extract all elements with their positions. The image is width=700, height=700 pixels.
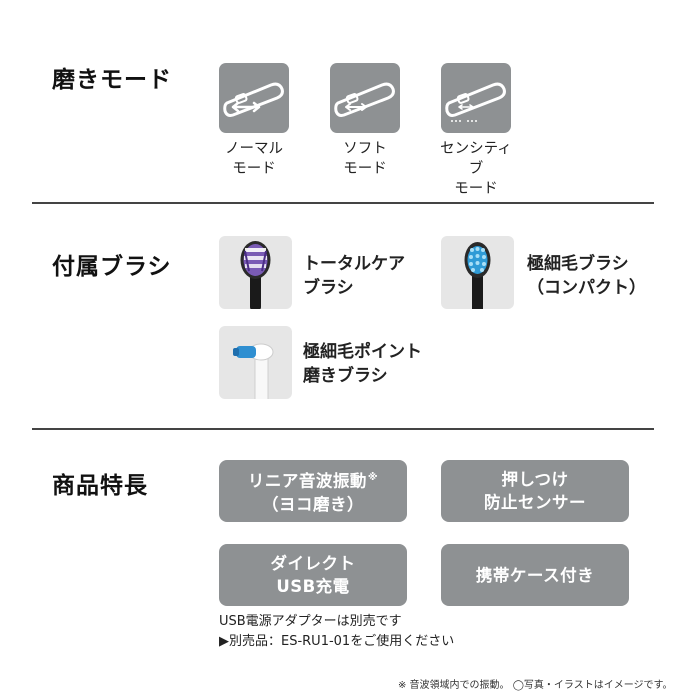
ultrafine-point-brush-label-1: 極細毛ポイント [303,342,422,362]
brush-soft-icon [330,63,400,133]
features-section-title: 商品特長 [52,473,148,499]
brushes-section-title: 付属ブラシ [52,254,172,280]
divider-1 [32,202,654,204]
divider-2 [32,428,654,430]
feature-linear-sonic: リニア音波振動※ （ヨコ磨き） [219,460,407,522]
total-care-brush-label-2: ブラシ [303,278,354,298]
mode-normal: ノーマル モード [214,63,294,179]
feature-pressure-sensor-line-2: 防止センサー [484,493,586,512]
mode-sensitive: センシティブ モード [436,63,516,199]
mode-sensitive-label-2: モード [454,181,498,197]
ultrafine-point-brush-image [219,326,292,399]
brush-normal-icon [219,63,289,133]
mode-soft-label-2: モード [343,161,387,177]
feature-linear-sonic-line-2: （ヨコ磨き） [262,494,364,514]
feature-linear-sonic-mark: ※ [367,472,379,484]
sold-separately-note: ▶別売品：ES-RU1-01をご使用ください [219,634,455,649]
mode-sensitive-label-1: センシティブ [440,141,512,177]
modes-section-title: 磨きモード [52,67,172,93]
ultrafine-point-brush-label-2: 磨きブラシ [303,366,388,386]
mode-soft-label-1: ソフト [343,141,387,157]
mode-normal-label-2: モード [232,161,276,177]
feature-usb-charge-line-1: ダイレクト [270,554,356,573]
mode-normal-label-1: ノーマル [225,141,283,157]
adapter-note: USB電源アダプターは別売です [219,614,402,629]
feature-carry-case: 携帯ケース付き [441,544,629,606]
footnote: ※ 音波領域内での振動。 ◯写真・イラストはイメージです。 [398,680,673,691]
feature-pressure-sensor-line-1: 押しつけ [501,470,569,489]
total-care-brush-label-1: トータルケア [303,254,405,274]
mode-soft: ソフト モード [325,63,405,179]
feature-usb-charge: ダイレクト USB充電 [219,544,407,606]
feature-usb-charge-line-2: USB充電 [276,577,350,596]
ultrafine-compact-brush-label-1: 極細毛ブラシ [527,254,629,274]
feature-carry-case-line-1: 携帯ケース付き [475,565,595,585]
feature-linear-sonic-line-1: リニア音波振動 [247,471,367,491]
total-care-brush-image [219,236,292,309]
ultrafine-compact-brush-label-2: （コンパクト） [527,278,646,298]
feature-pressure-sensor: 押しつけ 防止センサー [441,460,629,522]
brush-sensitive-icon [441,63,511,133]
ultrafine-compact-brush-image [441,236,514,309]
